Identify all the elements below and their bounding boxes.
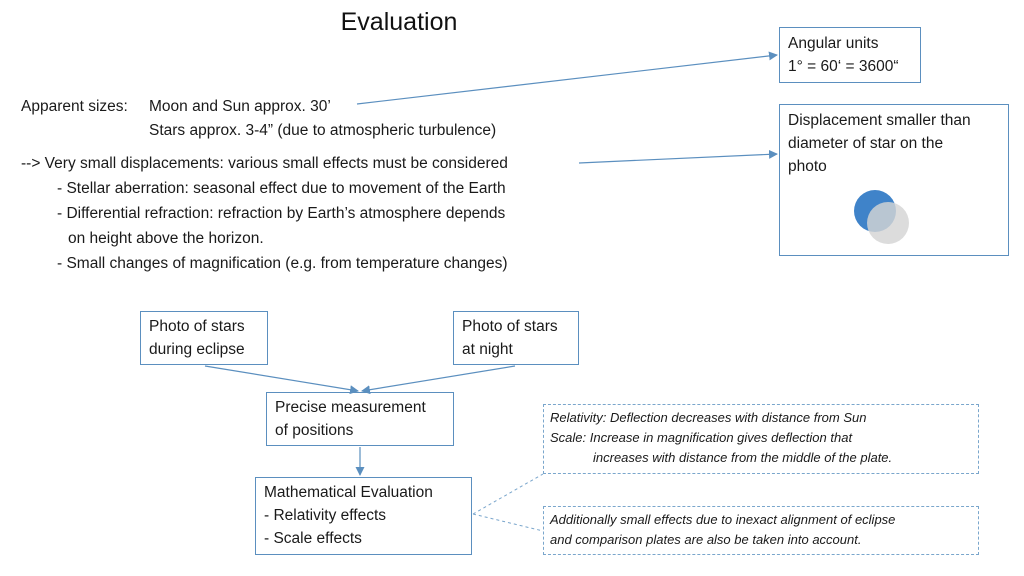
- math-eval-title: Mathematical Evaluation: [264, 484, 433, 501]
- precise-measurement-line1: Precise measurement: [275, 399, 426, 416]
- connector-to-relativity-note: [472, 473, 544, 515]
- effect-magnification: - Small changes of magnification (e.g. f…: [57, 255, 508, 272]
- eclipse-photo-box: Photo of stars during eclipse: [140, 311, 268, 365]
- eclipse-photo-line2: during eclipse: [149, 341, 245, 358]
- angular-units-box: Angular units 1° = 60‘ = 3600“: [779, 27, 921, 83]
- arrow-night-to-measurement: [361, 365, 516, 395]
- effect-refraction-continued: on height above the horizon.: [68, 230, 264, 247]
- night-photo-box: Photo of stars at night: [453, 311, 579, 365]
- apparent-sizes-label: Apparent sizes:: [21, 98, 128, 115]
- eclipse-photo-line1: Photo of stars: [149, 318, 245, 335]
- displacement-text-2: diameter of star on the: [788, 135, 944, 152]
- effect-differential-refraction: - Differential refraction: refraction by…: [57, 205, 506, 222]
- apparent-sizes-stars: Stars approx. 3-4” (due to atmospheric t…: [149, 122, 497, 139]
- displacement-text-1: Displacement smaller than: [788, 112, 971, 129]
- arrow-eclipse-to-measurement: [204, 365, 359, 395]
- additional-note-line2: and comparison plates are also be taken …: [550, 532, 862, 547]
- arrow-to-angular-units: [356, 51, 778, 105]
- star-image-gray: [867, 202, 909, 244]
- displacement-text-3: photo: [788, 158, 827, 175]
- apparent-sizes-moon-sun: Moon and Sun approx. 30’: [149, 98, 331, 115]
- star-displacement-illustration: [854, 190, 909, 244]
- displacement-box: Displacement smaller than diameter of st…: [779, 104, 1009, 256]
- page-title: Evaluation: [340, 8, 458, 36]
- relativity-scale-note: Relativity: Deflection decreases with di…: [543, 404, 979, 474]
- effects-intro: --> Very small displacements: various sm…: [21, 155, 508, 172]
- night-photo-line2: at night: [462, 341, 513, 358]
- math-eval-scale: - Scale effects: [264, 530, 362, 547]
- arrow-to-displacement-box: [578, 149, 778, 164]
- effect-stellar-aberration: - Stellar aberration: seasonal effect du…: [57, 180, 506, 197]
- night-photo-line1: Photo of stars: [462, 318, 558, 335]
- angular-units-conversion: 1° = 60‘ = 3600“: [788, 58, 899, 75]
- additional-effects-note: Additionally small effects due to inexac…: [543, 506, 979, 555]
- scale-note-text-continued: increases with distance from the middle …: [593, 450, 893, 465]
- math-eval-relativity: - Relativity effects: [264, 507, 387, 524]
- precise-measurement-box: Precise measurement of positions: [266, 392, 454, 446]
- precise-measurement-line2: of positions: [275, 422, 354, 439]
- mathematical-evaluation-box: Mathematical Evaluation - Relativity eff…: [255, 477, 472, 555]
- relativity-note-text: Relativity: Deflection decreases with di…: [550, 410, 867, 425]
- scale-note-text: Scale: Increase in magnification gives d…: [550, 430, 853, 445]
- angular-units-title: Angular units: [788, 35, 879, 52]
- connector-to-additional-note: [472, 513, 544, 532]
- additional-note-line1: Additionally small effects due to inexac…: [550, 512, 896, 527]
